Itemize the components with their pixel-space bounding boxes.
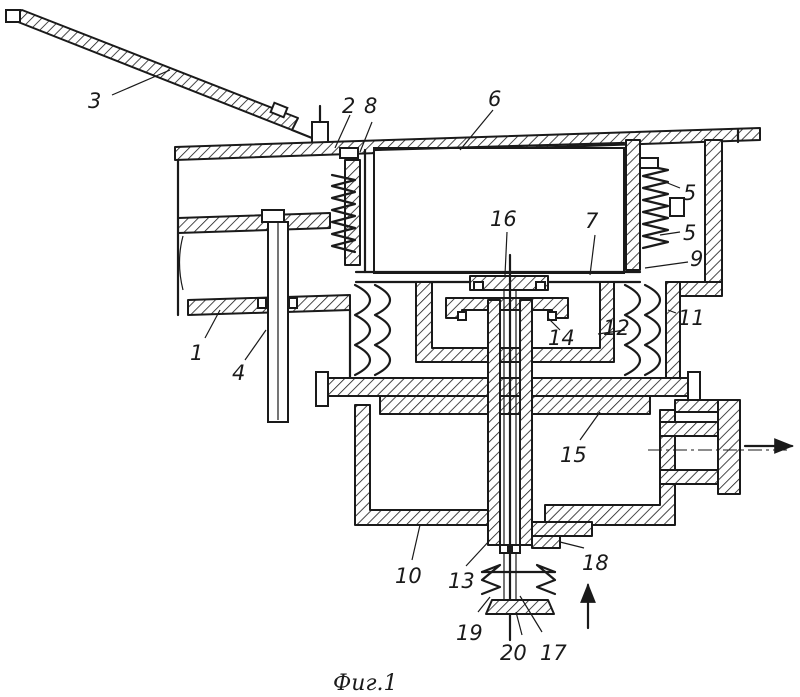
label-1: 1 [190,341,203,365]
figure-caption: Фиг.1 [333,671,398,696]
rod-4 [258,210,297,422]
label-8: 8 [364,94,377,118]
label-9: 9 [690,247,703,271]
label-7: 7 [585,209,599,233]
label-6: 6 [488,87,501,111]
lid-3 [6,10,328,144]
nozzle-18 [532,522,592,548]
inner-cup-7 [416,282,614,362]
label-18: 18 [582,551,609,575]
label-14: 14 [548,326,575,350]
partition-15 [316,372,700,414]
label-2: 2 [342,94,355,118]
label-15: 15 [560,443,587,467]
label-3: 3 [88,89,101,113]
label-16: 16 [490,207,517,231]
label-10: 10 [395,564,422,588]
label-5b: 5 [683,221,696,245]
label-20: 20 [500,641,527,665]
label-4: 4 [232,361,245,385]
label-19: 19 [456,621,483,645]
small-bellows-19 [482,565,555,614]
label-17: 17 [540,641,567,665]
label-5a: 5 [683,181,696,205]
label-12: 12 [603,316,630,340]
label-13: 13 [448,569,475,593]
lower-chamber-10 [355,400,722,525]
inlet-pipe-1 [178,160,350,380]
shaft-13 [488,255,532,640]
label-11: 11 [678,306,705,330]
